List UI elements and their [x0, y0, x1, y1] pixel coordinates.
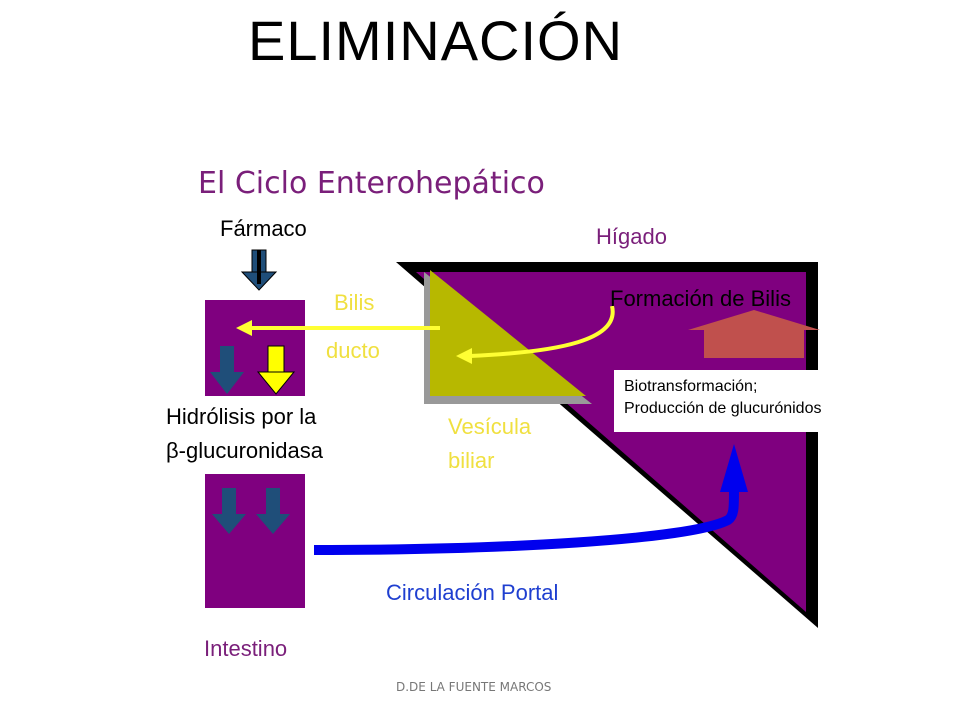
- bile-duct-arrow-icon: [236, 320, 440, 336]
- biotransformation-line1: Biotransformación;: [624, 378, 758, 395]
- gallbladder: [430, 270, 586, 396]
- page-title: ELIMINACIÓN: [248, 9, 624, 72]
- intestine-lower-arrow-right-icon: [256, 488, 290, 534]
- footer-credit: D.DE LA FUENTE MARCOS: [396, 680, 552, 694]
- portal-circulation-label: Circulación Portal: [386, 580, 559, 605]
- bile-formation-curve-arrow-icon: [456, 305, 615, 364]
- biotransformation-box: Biotransformación; Producción de glucuró…: [614, 370, 920, 432]
- intestine-lower-arrow-left-icon: [212, 488, 246, 534]
- bile-formation-label: Formación de Bilis: [610, 286, 791, 311]
- bile-label: Bilis: [334, 290, 375, 315]
- duct-label: ducto: [326, 338, 380, 363]
- hydrolysis-label-line1: Hidrólisis por la: [166, 404, 317, 429]
- drug-label: Fármaco: [220, 216, 307, 241]
- diagram-subtitle: El Ciclo Enterohepático: [198, 166, 545, 201]
- intestine-label: Intestino: [204, 636, 288, 661]
- bile-down-arrow-icon: [256, 345, 296, 395]
- biotransformation-line2: Producción de glucurónidos: [624, 400, 822, 417]
- drug-arrow-icon: [240, 249, 278, 291]
- portal-circulation-arrow-icon: [313, 444, 748, 555]
- liver-label: Hígado: [596, 224, 667, 249]
- intestine-lower: [205, 474, 305, 608]
- gallbladder-label-line1: Vesícula: [448, 414, 532, 439]
- bile-formation-up-arrow-icon: [688, 310, 820, 358]
- gallbladder-label-line2: biliar: [448, 448, 495, 473]
- intestine-down-arrow-icon: [210, 346, 244, 394]
- hydrolysis-label-line2: β-glucuronidasa: [166, 438, 323, 463]
